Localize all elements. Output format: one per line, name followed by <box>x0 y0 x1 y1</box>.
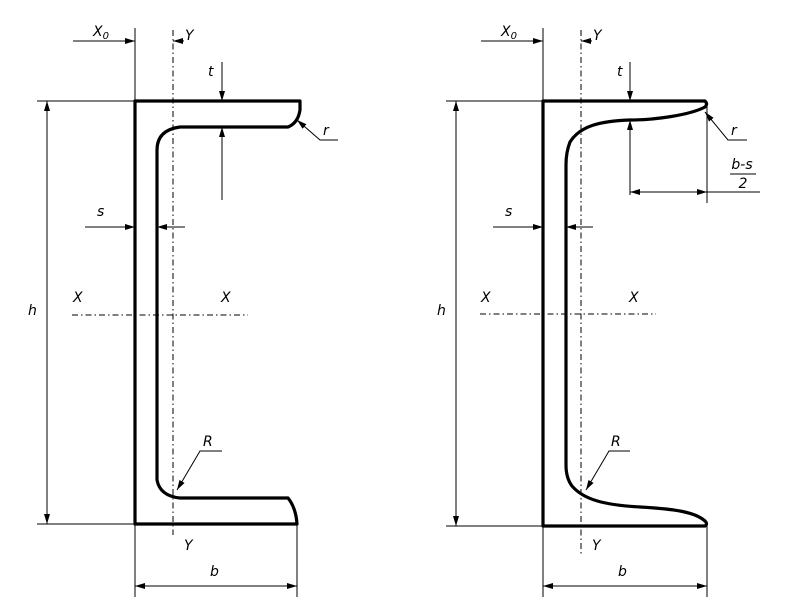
R-leader-left <box>176 450 222 491</box>
label-R-left: R <box>203 434 213 450</box>
label-y-bottom-left: Y <box>184 538 194 554</box>
label-bs-denominator-right: 2 <box>739 176 748 192</box>
r-leader-right <box>704 111 747 141</box>
label-x-right-left: X <box>220 290 231 306</box>
label-s-right: s <box>505 204 512 220</box>
label-r-left: r <box>323 123 330 139</box>
diagram-parallel-flange: X0 Y Y t r R s h X X b <box>28 24 338 597</box>
label-x-right-right: X <box>628 290 639 306</box>
label-y-bottom-right: Y <box>592 538 602 554</box>
label-r-right: r <box>731 123 738 139</box>
label-bs-numerator-right: b-s <box>731 157 752 173</box>
diagram-tapered-flange: X0 Y Y t b-s 2 r R s h X X <box>437 24 760 597</box>
R-leader-right <box>585 450 630 491</box>
label-t-right: t <box>617 64 623 80</box>
label-h-right: h <box>437 303 446 319</box>
label-s-left: s <box>97 204 104 220</box>
label-t-left: t <box>208 64 214 80</box>
label-y-top-right: Y <box>593 28 603 44</box>
r-leader-left <box>296 119 338 141</box>
label-b-right: b <box>618 564 627 580</box>
label-h-left: h <box>28 303 37 319</box>
channel-profile-left <box>133 99 302 526</box>
label-y-top-left: Y <box>185 28 195 44</box>
label-x-left-left: X <box>72 290 83 306</box>
label-x0-left: X0 <box>92 24 109 42</box>
label-x0-right: X0 <box>500 24 517 42</box>
label-R-right: R <box>611 434 621 450</box>
channel-profile-right <box>541 99 709 528</box>
label-x-left-right: X <box>480 290 491 306</box>
label-b-left: b <box>210 564 219 580</box>
